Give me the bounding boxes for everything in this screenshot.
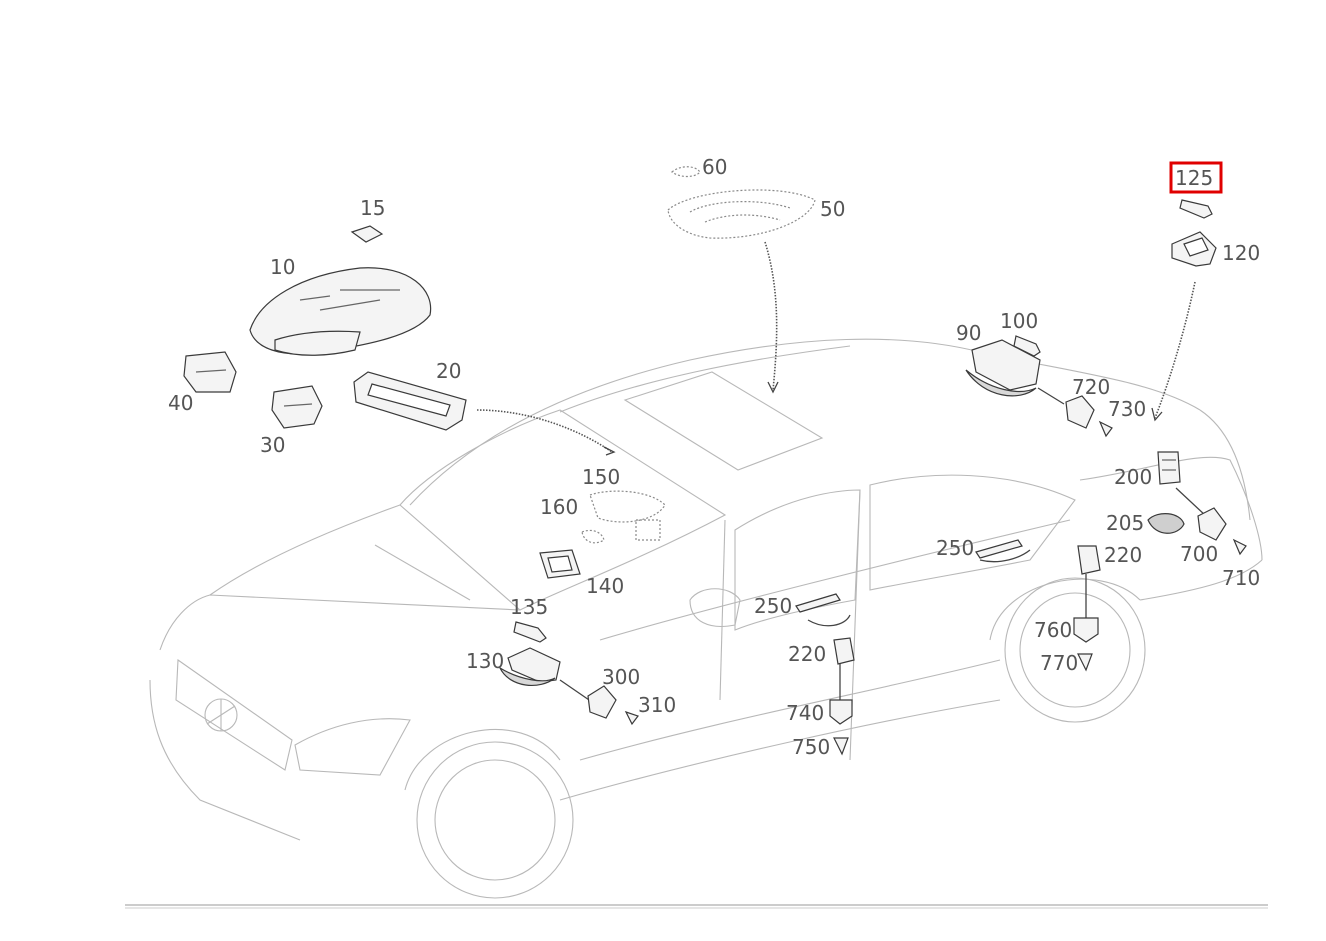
leader-arrows bbox=[476, 241, 1196, 456]
label-30[interactable]: 30 bbox=[260, 433, 285, 457]
label-150[interactable]: 150 bbox=[582, 465, 620, 489]
label-20[interactable]: 20 bbox=[436, 359, 461, 383]
part-205-icon bbox=[1147, 513, 1185, 534]
part-30-icon bbox=[271, 385, 323, 429]
label-10[interactable]: 10 bbox=[270, 255, 295, 279]
label-125[interactable]: 125 bbox=[1175, 166, 1213, 190]
label-710[interactable]: 710 bbox=[1222, 566, 1260, 590]
label-120[interactable]: 120 bbox=[1222, 241, 1260, 265]
label-160[interactable]: 160 bbox=[540, 495, 578, 519]
label-310[interactable]: 310 bbox=[638, 693, 676, 717]
car-outline bbox=[125, 338, 1268, 909]
part-300-310-icon bbox=[559, 679, 639, 726]
part-10-overhead-panel-icon bbox=[249, 267, 432, 356]
label-250-center[interactable]: 250 bbox=[754, 594, 792, 618]
part-120-lamp-icon bbox=[1171, 231, 1217, 267]
label-50[interactable]: 50 bbox=[820, 197, 845, 221]
label-300[interactable]: 300 bbox=[602, 665, 640, 689]
label-60[interactable]: 60 bbox=[702, 155, 727, 179]
label-760[interactable]: 760 bbox=[1034, 618, 1072, 642]
part-130-lamp-icon bbox=[498, 647, 561, 686]
label-740[interactable]: 740 bbox=[786, 701, 824, 725]
part-760-770-icon bbox=[1073, 617, 1099, 672]
highlight-box bbox=[1169, 161, 1223, 194]
part-220-right-icon bbox=[1077, 545, 1101, 618]
label-700[interactable]: 700 bbox=[1180, 542, 1218, 566]
part-50-headliner-icon bbox=[667, 189, 816, 239]
part-720-730-icon bbox=[1037, 387, 1113, 438]
part-200-icon bbox=[1157, 451, 1181, 485]
label-100[interactable]: 100 bbox=[1000, 309, 1038, 333]
label-15[interactable]: 15 bbox=[360, 196, 385, 220]
part-250-right-icon bbox=[975, 539, 1031, 563]
label-220-right[interactable]: 220 bbox=[1104, 543, 1142, 567]
label-135[interactable]: 135 bbox=[510, 595, 548, 619]
label-750[interactable]: 750 bbox=[792, 735, 830, 759]
part-700-710-icon bbox=[1175, 487, 1247, 556]
part-220-center-icon bbox=[833, 637, 855, 700]
label-770[interactable]: 770 bbox=[1040, 651, 1078, 675]
part-740-750-icon bbox=[829, 699, 853, 756]
part-250-center-icon bbox=[795, 593, 851, 627]
label-730[interactable]: 730 bbox=[1108, 397, 1146, 421]
part-150-160-icon bbox=[581, 490, 666, 544]
part-90-lamp-icon bbox=[965, 339, 1041, 397]
part-20-lamp-frame-icon bbox=[353, 371, 467, 431]
part-125-bulb-icon bbox=[1179, 199, 1213, 219]
label-130[interactable]: 130 bbox=[466, 649, 504, 673]
part-135-bulb-icon bbox=[513, 621, 547, 643]
part-labels: 60 50 15 10 20 40 30 150 160 140 135 130… bbox=[168, 155, 1260, 759]
part-140-icon bbox=[539, 549, 581, 579]
part-100-bulb-icon bbox=[1013, 335, 1041, 357]
label-250-right[interactable]: 250 bbox=[936, 536, 974, 560]
part-60-icon bbox=[671, 166, 701, 178]
part-40-icon bbox=[183, 351, 237, 393]
label-200[interactable]: 200 bbox=[1114, 465, 1152, 489]
label-140[interactable]: 140 bbox=[586, 574, 624, 598]
part-15-bulb-icon bbox=[350, 225, 384, 243]
label-90[interactable]: 90 bbox=[956, 321, 981, 345]
label-205[interactable]: 205 bbox=[1106, 511, 1144, 535]
label-720[interactable]: 720 bbox=[1072, 375, 1110, 399]
label-40[interactable]: 40 bbox=[168, 391, 193, 415]
label-220-center[interactable]: 220 bbox=[788, 642, 826, 666]
